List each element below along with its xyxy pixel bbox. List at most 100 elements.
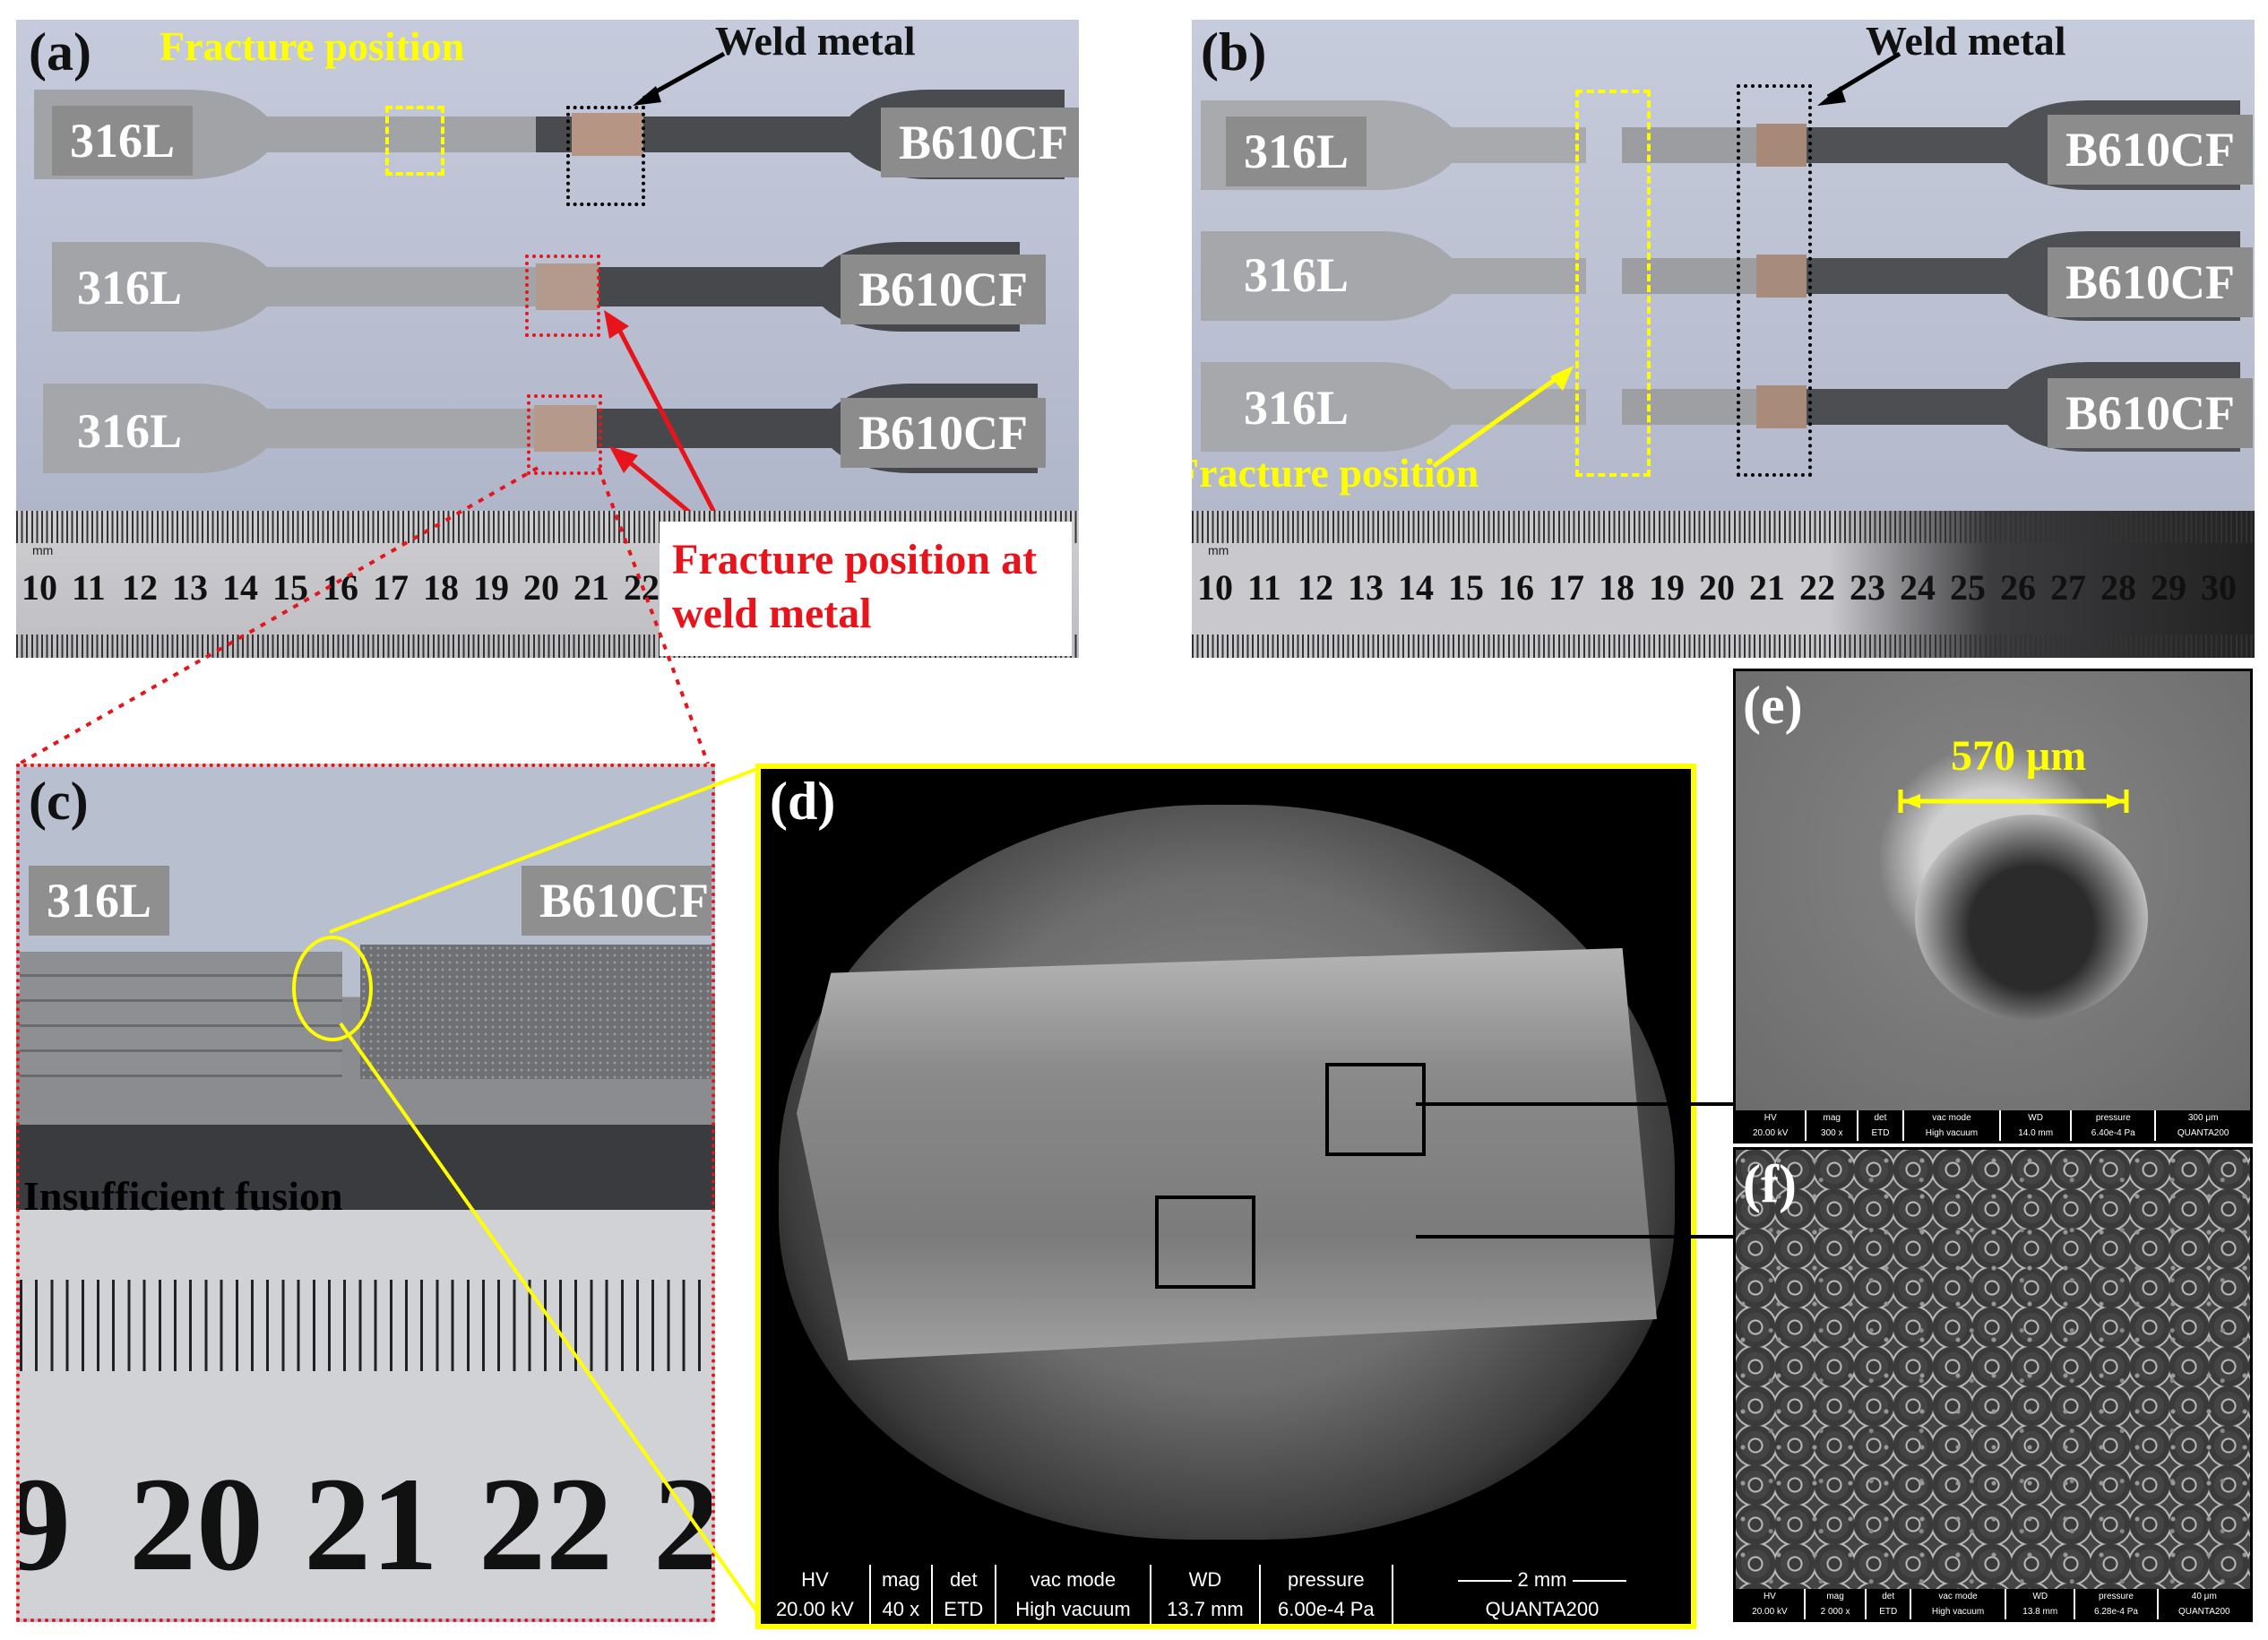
panel-e-sem: (e) 570 μm HV mag det vac mode WD pressu… <box>1733 669 2253 1144</box>
info-pressure-value: 6.28e-4 Pa <box>2074 1604 2159 1619</box>
info-pressure-header: pressure <box>2071 1110 2157 1126</box>
info-vac-value: High vacuum <box>1902 1126 2002 1141</box>
specimen-b3-right-tag: B610CF <box>2048 378 2253 448</box>
ruler-b-ticks <box>1192 511 2255 543</box>
info-hv-header: HV <box>761 1565 871 1594</box>
panel-d-label: (d) <box>770 772 836 831</box>
panel-a-label: (a) <box>29 22 91 82</box>
panel-b-label: (b) <box>1201 22 1267 82</box>
info-det-header: det <box>931 1565 996 1594</box>
ruler-b-num: 14 <box>1398 567 1434 608</box>
ruler-b-num: 26 <box>2000 567 2036 608</box>
info-vac-header: vac mode <box>1902 1110 2002 1126</box>
info-pressure-value: 6.40e-4 Pa <box>2071 1126 2157 1141</box>
specimen-a3-left-tag: 316L <box>77 404 183 458</box>
ruler-b-num: 24 <box>1900 567 1936 608</box>
ruler-b-num: 23 <box>1850 567 1885 608</box>
scale-label: 2 mm <box>1517 1567 1567 1591</box>
ruler-b-num: 10 <box>1197 567 1233 608</box>
ruler-b-num: 20 <box>1699 567 1735 608</box>
ruler-b-num: 18 <box>1599 567 1634 608</box>
ruler-b-num: 30 <box>2201 567 2237 608</box>
panel-c-ruler-num: 20 <box>129 1450 263 1599</box>
ruler-b-num: 16 <box>1498 567 1534 608</box>
panel-d-sem: (d) HV mag det vac mode WD pressure 2 mm… <box>755 764 1696 1629</box>
info-wd-value: 13.7 mm <box>1151 1594 1261 1624</box>
info-hv-value: 20.00 kV <box>1736 1126 1807 1141</box>
info-mag-header: mag <box>1804 1589 1867 1604</box>
panel-d-specimen-face <box>797 948 1657 1360</box>
ruler-a-num: 10 <box>22 567 57 608</box>
panel-f-sem: (f) HV mag det vac mode WD pressure 40 μ… <box>1733 1147 2253 1622</box>
info-instrument: QUANTA200 <box>2177 1607 2230 1617</box>
panel-c-ruler-ticks <box>20 1280 711 1432</box>
info-instrument: QUANTA200 <box>2177 1128 2229 1138</box>
info-pressure-value: 6.00e-4 Pa <box>1259 1594 1394 1624</box>
panel-c-ruler-num: 9 <box>20 1457 129 1592</box>
ruler-a-num: 15 <box>272 567 308 608</box>
info-wd-header: WD <box>1151 1565 1261 1594</box>
info-wd-header: WD <box>2005 1589 2076 1604</box>
ruler-b-num: 17 <box>1548 567 1584 608</box>
ruler-b-num: 19 <box>1649 567 1685 608</box>
info-det-value: ETD <box>1858 1126 1904 1141</box>
specimen-a1-right-tag: B610CF <box>881 108 1079 177</box>
fracture-position-label-b: Fracture position <box>1192 450 1479 496</box>
scale-label: 300 μm <box>2187 1113 2219 1123</box>
panel-d-inset-box-e <box>1325 1063 1426 1156</box>
specimen-a2: 316L B610CF <box>52 233 1046 341</box>
specimen-b3-left-tag: 316L <box>1244 381 1350 435</box>
info-mag-header: mag <box>869 1565 933 1594</box>
ruler-b-num: 11 <box>1247 567 1281 608</box>
info-pressure-header: pressure <box>1259 1565 1394 1594</box>
fracture-position-label: Fracture position <box>160 23 465 69</box>
specimen-a1-left-tag: 316L <box>52 106 194 176</box>
ruler-b-num: 22 <box>1799 567 1835 608</box>
info-wd-value: 13.8 mm <box>2005 1604 2076 1619</box>
panel-e-info-bar: HV mag det vac mode WD pressure 300 μm 2… <box>1736 1110 2250 1141</box>
specimen-a3: 316L B610CF <box>43 375 1046 482</box>
specimen-a2-right-tag: B610CF <box>841 255 1046 324</box>
specimen-b2-right-tag: B610CF <box>2048 247 2253 317</box>
panel-c-note: Insufficient fusion <box>23 1173 343 1219</box>
specimen-b1-right-tag: B610CF <box>2048 115 2253 185</box>
panel-c-label: (c) <box>29 772 89 831</box>
panel-f-info-bar: HV mag det vac mode WD pressure 40 μm 20… <box>1736 1589 2250 1619</box>
ruler-a-num: 11 <box>72 567 106 608</box>
panel-e-dimension-label: 570 μm <box>1951 732 2087 780</box>
zoom-connector-yellow <box>329 765 763 1615</box>
panel-c-left-plate <box>20 952 342 1077</box>
info-vac-value: High vacuum <box>1910 1604 2006 1619</box>
ruler-a-num: 20 <box>523 567 559 608</box>
ruler-a-num: 17 <box>373 567 409 608</box>
info-mag-value: 300 x <box>1806 1126 1859 1141</box>
panel-c-ruler-num: 21 <box>304 1450 438 1599</box>
fracture-box-yellow-b <box>1575 90 1651 477</box>
info-instrument: QUANTA200 <box>1485 1597 1600 1620</box>
panel-e-dimension-line <box>1898 790 2129 813</box>
specimen-a2-left-tag: 316L <box>77 261 183 315</box>
fracture-at-weld-line2: weld metal <box>672 590 872 637</box>
ruler-b-num: 25 <box>1950 567 1986 608</box>
weld-metal-label: Weld metal <box>715 20 916 64</box>
info-det-value: ETD <box>931 1594 996 1624</box>
specimen-b1-left-tag: 316L <box>1226 117 1367 186</box>
info-hv-header: HV <box>1736 1110 1807 1126</box>
scale-label: 40 μm <box>2191 1592 2217 1601</box>
info-det-value: ETD <box>1866 1604 1912 1619</box>
weld-metal-arrow <box>633 51 726 106</box>
ruler-b-num: 29 <box>2151 567 2186 608</box>
info-wd-value: 14.0 mm <box>2000 1126 2073 1141</box>
ruler-b-num: 15 <box>1448 567 1484 608</box>
info-det-header: det <box>1858 1110 1904 1126</box>
specimen-b2-left-tag: 316L <box>1244 248 1350 302</box>
specimen-b3: 316L B610CF <box>1201 353 2253 461</box>
ruler-b-num: 13 <box>1348 567 1384 608</box>
info-vac-value: High vacuum <box>995 1594 1152 1624</box>
specimen-b2: 316L B610CF <box>1201 222 2253 330</box>
ruler-b-num: 27 <box>2050 567 2086 608</box>
panel-c-left-tag: 316L <box>29 866 170 936</box>
weld-metal-arrow-b <box>1817 51 1901 106</box>
weld-box-black-b <box>1737 84 1812 477</box>
ruler-a-num: 21 <box>573 567 609 608</box>
